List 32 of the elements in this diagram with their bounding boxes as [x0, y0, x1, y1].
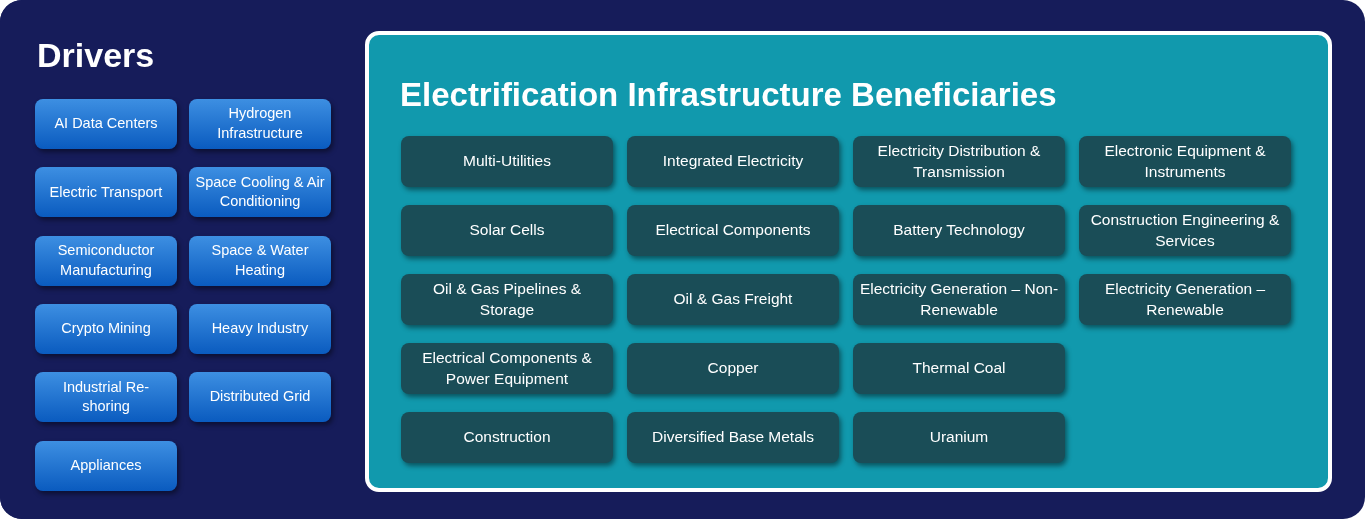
sector-tile: Electricity Distribution & Transmission	[853, 136, 1065, 187]
sector-tile: Electricity Generation – Non-Renewable	[853, 274, 1065, 325]
sector-tile: Electrical Components & Power Equipment	[401, 343, 613, 394]
driver-tile: Space Cooling & Air Conditioning	[189, 167, 331, 218]
driver-tile: Space & Water Heating	[189, 235, 331, 286]
sector-tile: Uranium	[853, 412, 1065, 463]
sector-tile: Electrical Components	[627, 205, 839, 256]
driver-tile: Distributed Grid	[189, 372, 331, 423]
driver-tile: Crypto Mining	[35, 303, 177, 354]
sector-tile: Integrated Electricity	[627, 136, 839, 187]
sector-tile: Construction	[401, 412, 613, 463]
sector-tile: Thermal Coal	[853, 343, 1065, 394]
sector-tile: Construction Engineering & Services	[1079, 205, 1291, 256]
panel-heading: Drivers	[37, 36, 155, 75]
panel-heading: Electrification Infrastructure Beneficiaries	[400, 76, 1057, 114]
sector-tile: Electronic Equipment & Instruments	[1079, 136, 1291, 187]
driver-tile: Industrial Re-shoring	[35, 372, 177, 423]
driver-tile: Appliances	[35, 440, 177, 491]
driver-tile: Semiconductor Manufacturing	[35, 235, 177, 286]
sector-tile: Diversified Base Metals	[627, 412, 839, 463]
sector-tile: Multi-Utilities	[401, 136, 613, 187]
sector-tile: Battery Technology	[853, 205, 1065, 256]
driver-tile: Heavy Industry	[189, 303, 331, 354]
sector-tile: Oil & Gas Freight	[627, 274, 839, 325]
sector-tile: Solar Cells	[401, 205, 613, 256]
sector-tile: Electricity Generation – Renewable	[1079, 274, 1291, 325]
sector-tile: Oil & Gas Pipelines & Storage	[401, 274, 613, 325]
sector-tile: Copper	[627, 343, 839, 394]
sector-panel	[365, 31, 1332, 492]
driver-tile: Electric Transport	[35, 167, 177, 218]
driver-tile: Hydrogen Infrastructure	[189, 99, 331, 149]
driver-tile: AI Data Centers	[35, 99, 177, 149]
